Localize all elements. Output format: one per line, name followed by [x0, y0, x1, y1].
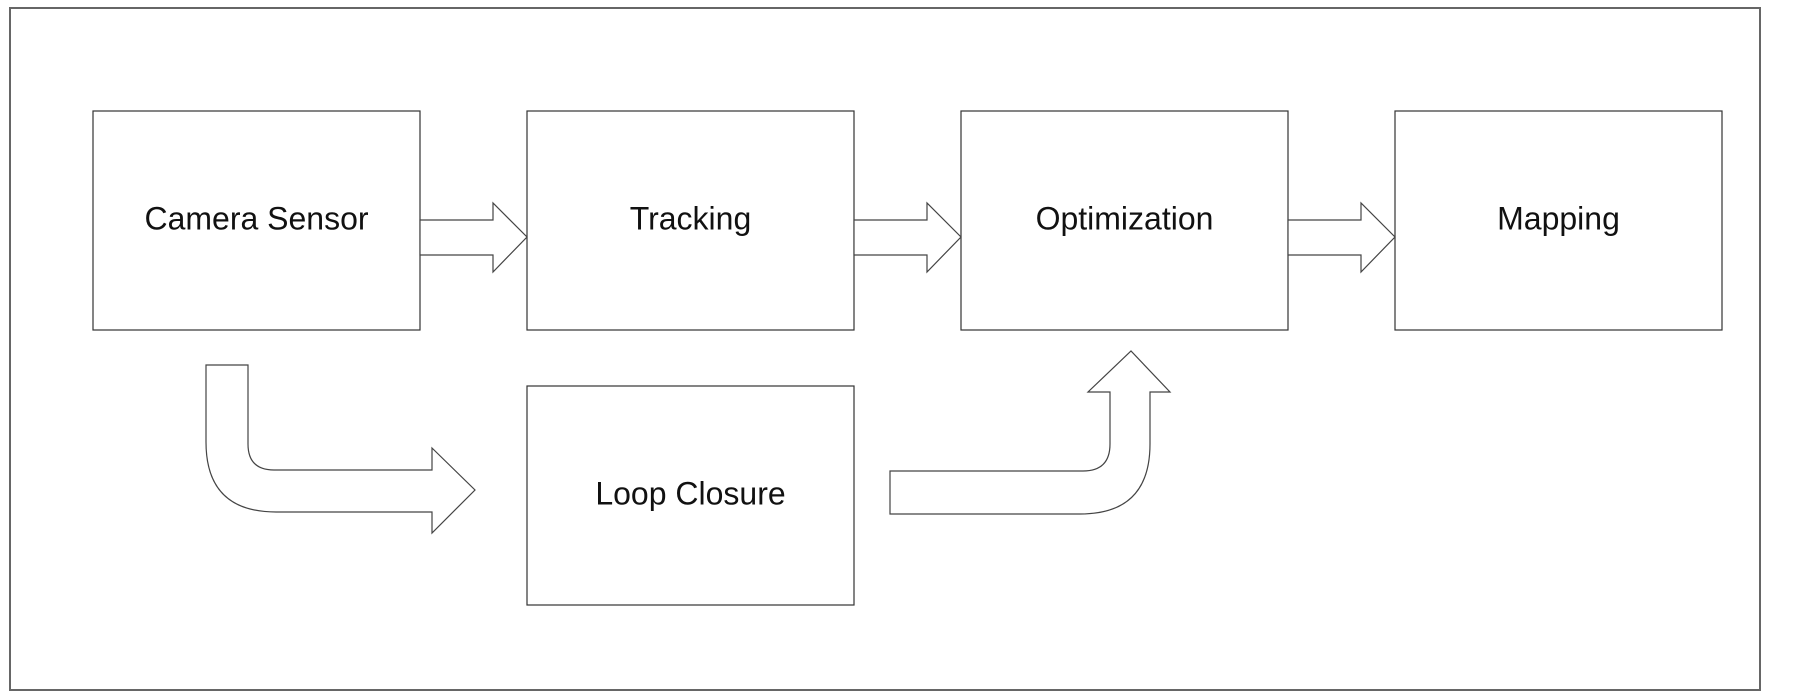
node-loop-closure[interactable]: Loop Closure: [526, 385, 855, 606]
node-loop-closure-box: [526, 385, 855, 606]
node-camera-sensor[interactable]: Camera Sensor: [92, 110, 421, 331]
diagram-frame: [9, 7, 1761, 691]
arrow-tracking-to-optimization[interactable]: [853, 201, 962, 274]
arrow-optimization-to-mapping[interactable]: [1287, 201, 1396, 274]
node-tracking[interactable]: Tracking: [526, 110, 855, 331]
node-optimization-box: [960, 110, 1289, 331]
node-mapping[interactable]: Mapping: [1394, 110, 1723, 331]
arrow-loop-closure-to-optimization[interactable]: [889, 350, 1172, 515]
node-mapping-box: [1394, 110, 1723, 331]
arrow-camera-to-tracking[interactable]: [419, 201, 528, 274]
node-optimization[interactable]: Optimization: [960, 110, 1289, 331]
node-camera-sensor-label: Camera Sensor: [144, 200, 368, 236]
node-tracking-box: [526, 110, 855, 331]
arrow-camera-to-loop-closure[interactable]: [205, 364, 476, 535]
node-mapping-label: Mapping: [1497, 200, 1620, 236]
node-loop-closure-label: Loop Closure: [595, 475, 785, 511]
node-tracking-label: Tracking: [630, 200, 752, 236]
node-optimization-label: Optimization: [1036, 200, 1214, 236]
node-camera-sensor-box: [92, 110, 421, 331]
